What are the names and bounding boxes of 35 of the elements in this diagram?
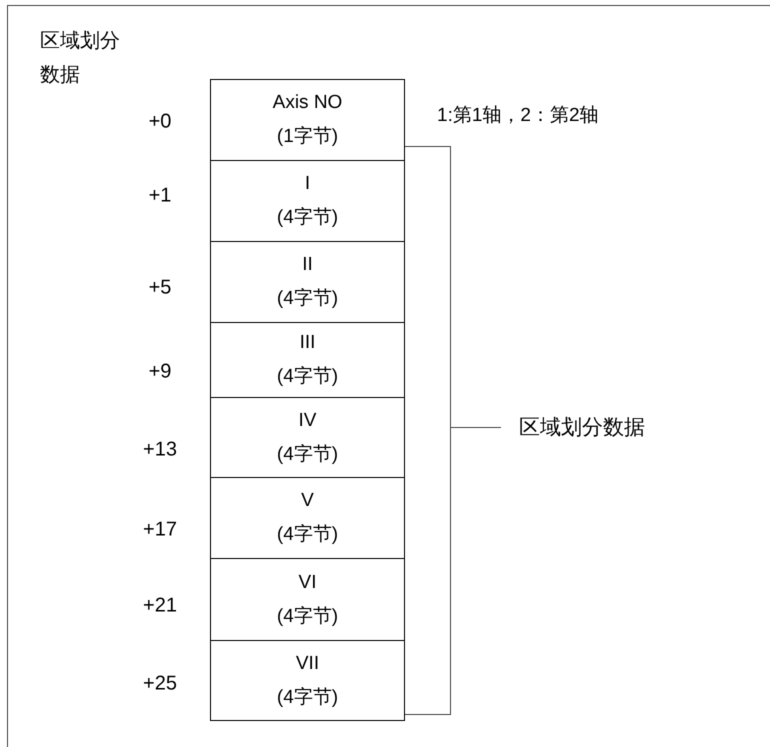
offset-label: +17 — [143, 518, 177, 542]
offset-label: +5 — [148, 276, 172, 300]
offset-label: +1 — [148, 184, 172, 208]
memory-cell — [210, 397, 405, 478]
memory-cell — [210, 241, 405, 323]
memory-cell — [210, 322, 405, 398]
cell-title: I — [304, 172, 310, 196]
cell-title: II — [302, 253, 313, 277]
byte-size: (4字节) — [276, 686, 338, 710]
memory-cell — [210, 640, 405, 721]
offset-label: +21 — [143, 594, 177, 618]
offset-label: +25 — [143, 672, 177, 696]
offset-label: +13 — [143, 438, 177, 462]
byte-size: (4字节) — [276, 365, 338, 389]
byte-size: (1字节) — [276, 125, 338, 149]
byte-size: (4字节) — [276, 287, 338, 311]
cell-title: III — [300, 331, 316, 355]
cell-title: IV — [298, 408, 316, 432]
byte-size: (4字节) — [276, 206, 338, 230]
cell-title: VI — [298, 570, 316, 594]
byte-size: (4字节) — [276, 604, 338, 628]
title: 区域划分数据 — [40, 29, 121, 88]
memory-cell — [210, 79, 405, 161]
cell-title: Axis NO — [272, 91, 342, 115]
offset-label: +9 — [148, 360, 172, 384]
byte-size: (4字节) — [276, 442, 338, 466]
note: 1:第1轴，2：第2轴 — [437, 104, 599, 128]
memory-cell — [210, 160, 405, 242]
cell-title: VII — [296, 652, 320, 676]
bracket-label: 区域划分数据 — [519, 415, 645, 441]
cell-title: V — [301, 489, 314, 513]
byte-size: (4字节) — [276, 523, 338, 547]
offset-label: +0 — [148, 110, 172, 134]
memory-cell — [210, 477, 405, 559]
memory-cell — [210, 558, 405, 641]
